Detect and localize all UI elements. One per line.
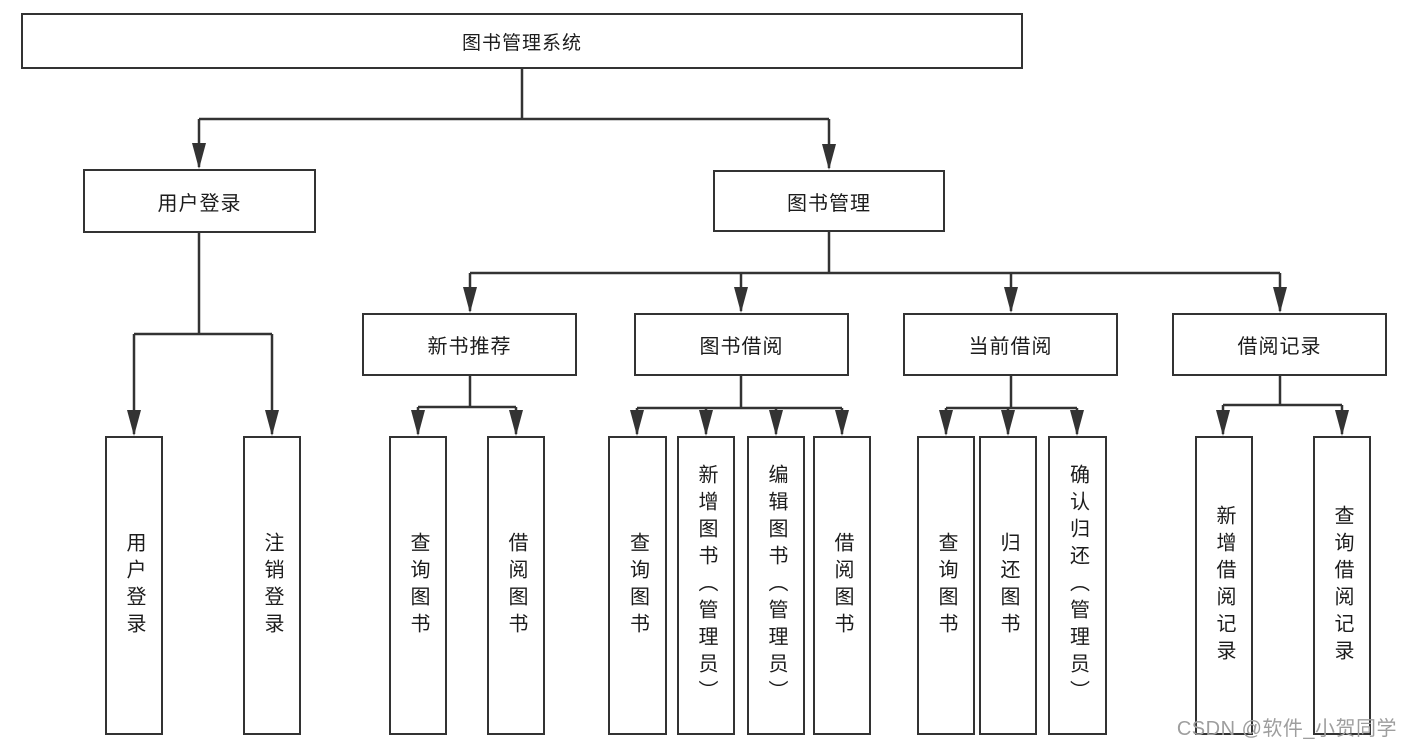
leaf-bb-add-book-admin: 新增图书（管理员） xyxy=(677,436,735,735)
leaf-bb-borrow-book-label: 借阅图书 xyxy=(831,531,853,640)
leaf-bb-add-book-admin-label: 新增图书（管理员） xyxy=(695,464,717,707)
leaf-logout-label: 注销登录 xyxy=(261,531,283,640)
node-borrow-records-label: 借阅记录 xyxy=(1237,336,1322,358)
leaf-logout: 注销登录 xyxy=(243,436,301,735)
leaf-nb-borrow-book: 借阅图书 xyxy=(487,436,545,735)
leaf-bb-borrow-book: 借阅图书 xyxy=(813,436,871,735)
leaf-bb-edit-book-admin: 编辑图书（管理员） xyxy=(747,436,805,735)
leaf-user-login-label: 用户登录 xyxy=(123,531,145,640)
node-user-login: 用户登录 xyxy=(83,169,316,233)
node-user-login-label: 用户登录 xyxy=(157,192,242,215)
leaf-cb-return-book-label: 归还图书 xyxy=(997,531,1019,640)
leaf-cb-query-book: 查询图书 xyxy=(917,436,975,735)
node-borrow-records: 借阅记录 xyxy=(1172,313,1387,376)
leaf-cb-query-book-label: 查询图书 xyxy=(935,531,957,640)
node-current-borrow: 当前借阅 xyxy=(903,313,1118,376)
node-root: 图书管理系统 xyxy=(21,13,1023,69)
leaf-cb-confirm-return-admin-label: 确认归还（管理员） xyxy=(1066,464,1089,707)
connector-book-borrow-trunk xyxy=(637,376,842,410)
leaf-br-query-record-label: 查询借阅记录 xyxy=(1331,504,1353,667)
leaf-br-add-record: 新增借阅记录 xyxy=(1195,436,1253,735)
connector-current-borrow-trunk xyxy=(946,376,1077,410)
leaf-bb-edit-book-admin-label: 编辑图书（管理员） xyxy=(765,464,787,707)
node-book-borrow: 图书借阅 xyxy=(634,313,849,376)
node-book-borrow-label: 图书借阅 xyxy=(699,336,784,358)
leaf-br-query-record: 查询借阅记录 xyxy=(1313,436,1371,735)
node-current-borrow-label: 当前借阅 xyxy=(968,336,1053,358)
connector-user-login-trunk xyxy=(134,233,272,336)
leaf-user-login: 用户登录 xyxy=(105,436,163,735)
node-new-book-recommend: 新书推荐 xyxy=(362,313,577,376)
connector-new-book-trunk xyxy=(418,376,516,409)
watermark-text: CSDN @软件_小贺同学 xyxy=(1176,718,1397,740)
leaf-cb-return-book: 归还图书 xyxy=(979,436,1037,735)
leaf-bb-query-book-label: 查询图书 xyxy=(626,531,649,640)
node-book-management: 图书管理 xyxy=(713,170,945,232)
node-root-label: 图书管理系统 xyxy=(461,32,582,54)
leaf-nb-borrow-book-label: 借阅图书 xyxy=(505,531,527,640)
node-new-book-recommend-label: 新书推荐 xyxy=(427,336,512,358)
node-book-management-label: 图书管理 xyxy=(787,192,871,215)
connector-borrow-records-trunk xyxy=(1223,376,1342,407)
leaf-nb-query-book-label: 查询图书 xyxy=(407,531,429,640)
leaf-bb-query-book: 查询图书 xyxy=(608,436,667,735)
connector-root-trunk xyxy=(199,69,829,121)
connector-book-management-trunk xyxy=(470,232,1280,275)
leaf-cb-confirm-return-admin: 确认归还（管理员） xyxy=(1048,436,1107,735)
leaf-nb-query-book: 查询图书 xyxy=(389,436,447,735)
leaf-br-add-record-label: 新增借阅记录 xyxy=(1213,504,1235,667)
